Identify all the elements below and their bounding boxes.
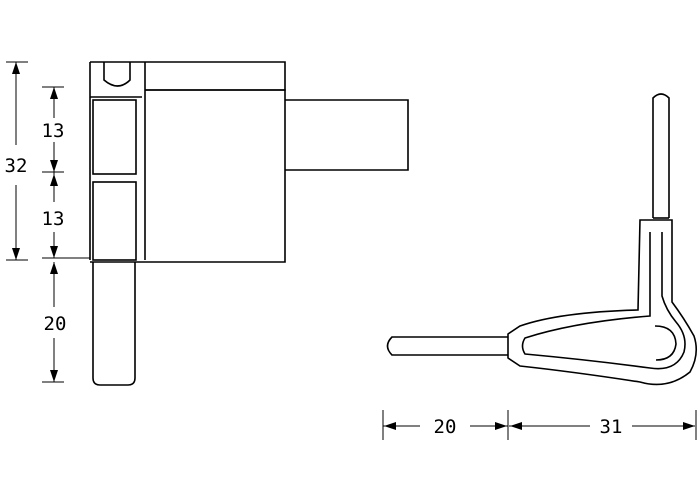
side-view: [89, 61, 409, 386]
dim-20a-arrow-up: [50, 262, 58, 274]
dim-32-arrow-down: [12, 248, 20, 260]
vertical-pin: [652, 93, 670, 218]
dim-13a-arrow-down: [50, 160, 58, 172]
dim-32-arrow-up: [12, 62, 20, 74]
dim-20b-label: 20: [434, 416, 457, 438]
dim-20a-label: 20: [44, 313, 67, 335]
lower-cell: [92, 181, 137, 261]
dim-32-label: 32: [5, 155, 28, 177]
dim-13b-arrow-down: [50, 246, 58, 258]
left-dimensions: 32 13 13 20: [5, 61, 90, 383]
dim-31-arrow-right: [683, 422, 695, 430]
right-dimensions: 20 31: [382, 410, 697, 440]
elbow-outer: [507, 219, 698, 386]
dim-20b-arrow-right: [495, 422, 507, 430]
dim-20b-arrow-left: [384, 422, 396, 430]
dim-31-label: 31: [600, 416, 623, 438]
dim-13a-label: 13: [42, 120, 65, 142]
dim-13a-arrow-up: [50, 87, 58, 99]
bent-view: [386, 93, 698, 386]
upper-cell: [92, 99, 137, 175]
dim-31-arrow-left: [510, 422, 522, 430]
top-cap: [89, 61, 286, 260]
dim-13b-arrow-up: [50, 174, 58, 186]
dim-13b-label: 13: [42, 208, 65, 230]
shaft: [285, 99, 409, 171]
dim-20a-arrow-down: [50, 370, 58, 382]
main-body: [90, 89, 286, 263]
elbow-inner: [521, 232, 686, 370]
elbow-core: [654, 325, 677, 361]
horizontal-pin: [386, 336, 508, 356]
stem: [92, 262, 136, 386]
